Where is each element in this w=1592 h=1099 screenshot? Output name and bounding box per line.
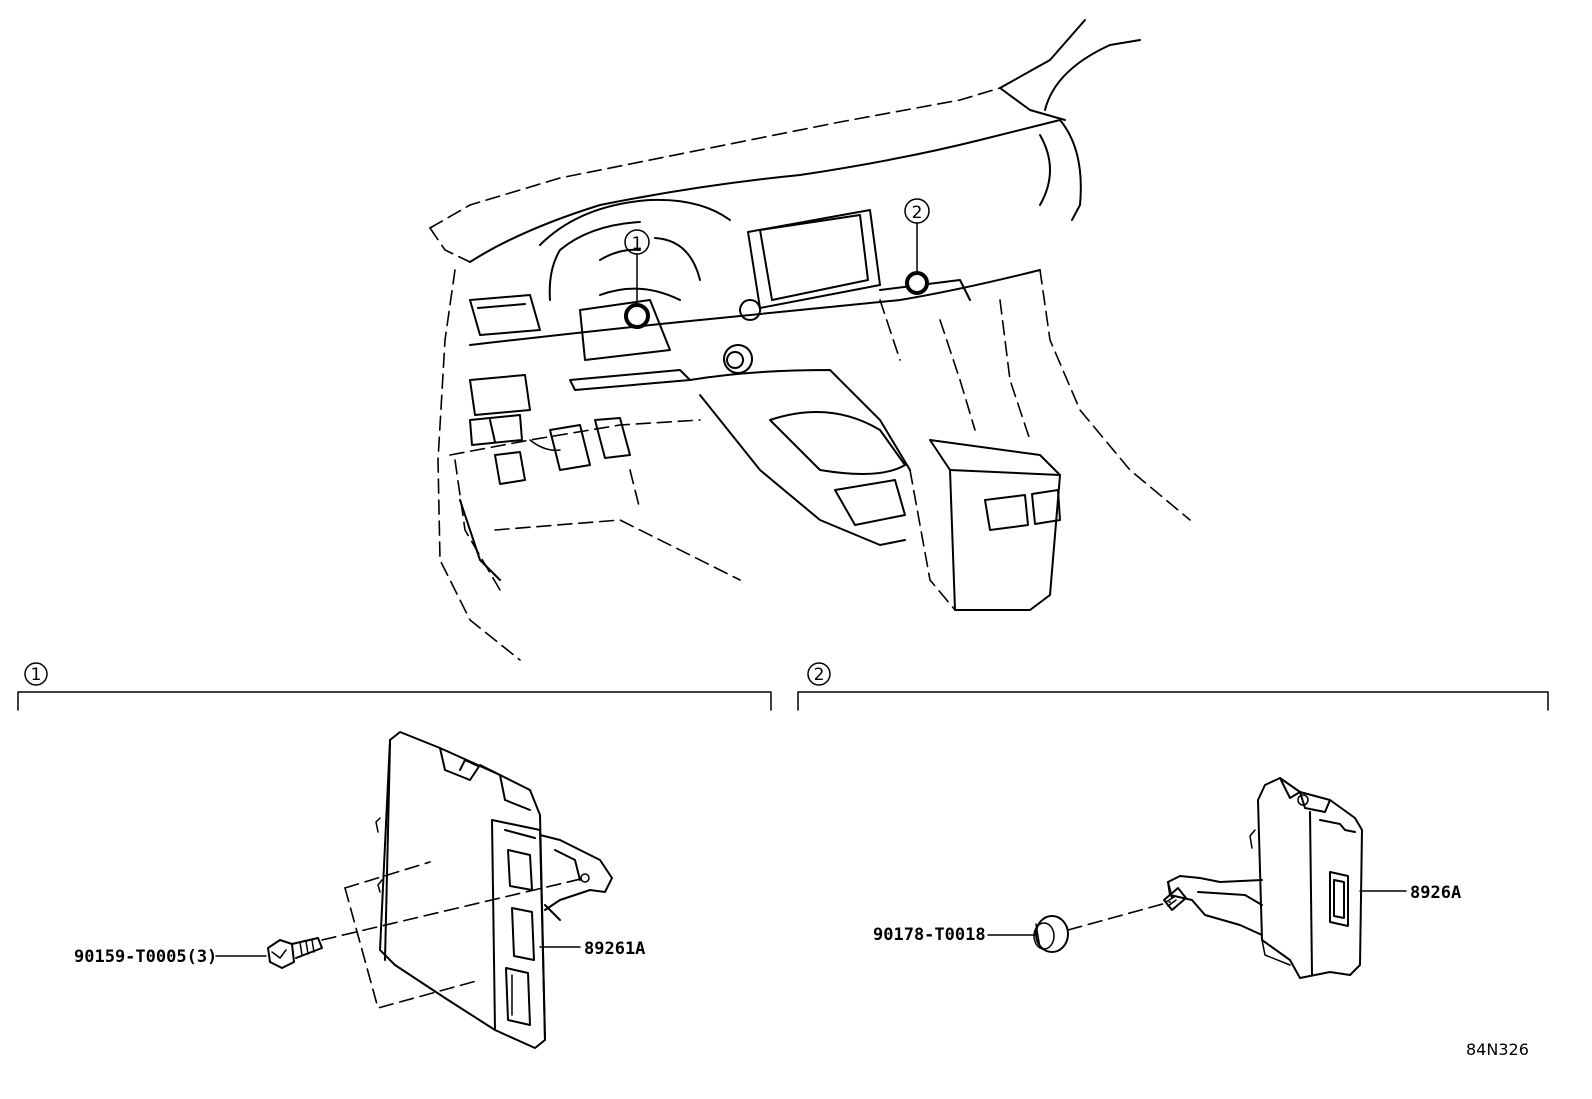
part-label-module-2: 8926A [1410,883,1461,903]
section-2-header: 2 [797,662,1549,711]
part-label-module-1: 89261A [584,939,645,959]
part-label-bolt: 90159-T0005(3) [74,947,217,967]
part-label-nut: 90178-T0018 [873,925,986,945]
dashboard-illustration: 1 2 [429,19,1191,661]
section-2-number: 2 [814,665,825,685]
module-8926a-illustration [1033,777,1363,979]
callout-2-label: 2 [912,203,923,223]
section-2-circle [807,662,831,686]
bolt-illustration [267,937,323,969]
section-1-bracket [17,691,772,711]
module-89261a-illustration [267,731,613,1049]
section-1-header: 1 [17,662,772,711]
section-1-circle [24,662,48,686]
nut-illustration [1033,915,1069,953]
illustration-code: 84N326 [1466,1040,1529,1059]
callout-1-label: 1 [632,234,643,254]
location-marker-1 [624,303,650,329]
section-2-bracket [797,691,1549,711]
location-marker-2 [905,271,929,295]
section-1-number: 1 [31,665,42,685]
